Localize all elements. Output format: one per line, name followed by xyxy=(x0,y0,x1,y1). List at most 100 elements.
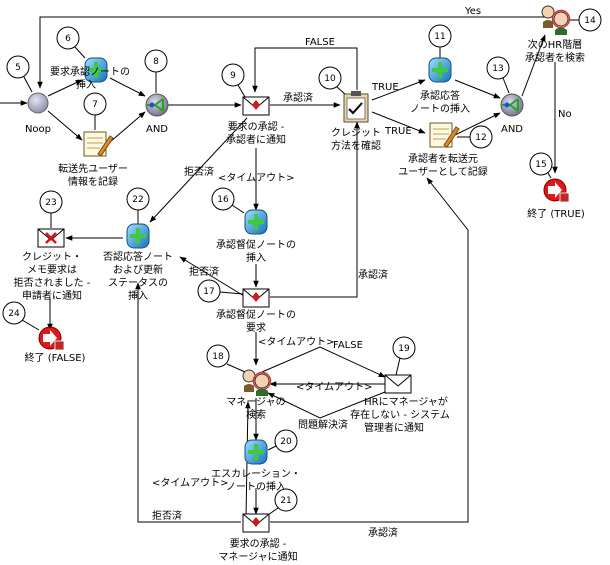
node-noop[interactable]: 5 Noop xyxy=(6,55,51,135)
edge-label-timeout-17-18: <タイムアウト> xyxy=(258,336,335,348)
bubble-pointer xyxy=(502,77,510,94)
node-number-bubble xyxy=(274,429,298,453)
node-and-13[interactable]: 13 AND xyxy=(486,56,524,135)
node-insert-reminder-note[interactable]: 16 承認督促ノートの 挿入 xyxy=(211,187,296,264)
edge-label-timeout-9-16: <タイムアウト> xyxy=(218,172,295,184)
node-label: 終了 (FALSE) xyxy=(25,351,86,364)
node-notify-approver[interactable]: 9 要求の承認 - 承認者に通知 xyxy=(221,63,286,146)
node-label-line-1: 承認者を転送元 xyxy=(408,152,478,165)
node-insert-rejection-note[interactable]: 22 否認応答ノート および更新 ステータスの 挿入 xyxy=(103,187,173,302)
edge-6-8 xyxy=(109,77,146,97)
bubble-pointer xyxy=(23,76,33,93)
and-join-icon xyxy=(145,93,169,117)
envelope-notification-icon xyxy=(242,513,270,533)
bubble-pointer xyxy=(336,86,346,95)
node-number-bubble xyxy=(318,66,342,90)
edge-label-rejected-21-22: 拒否済 xyxy=(152,509,182,522)
end-arrow-icon xyxy=(38,326,65,351)
node-number: 21 xyxy=(280,496,291,506)
node-label-line-2: 検索 xyxy=(246,408,266,421)
node-label-line-1: 承認督促ノートの xyxy=(216,238,296,251)
edge-label-approved-21-12: 承認済 xyxy=(368,526,398,539)
node-notify-sysadmin[interactable]: 19 HRにマネージャが 存在しない - システム 管理者に通知 xyxy=(350,336,450,434)
bubble-pointer xyxy=(226,363,246,373)
node-number: 6 xyxy=(65,34,71,44)
node-label-line-2: および更新 xyxy=(113,263,163,276)
node-check-credit-method[interactable]: 10 クレジット 方法を確認 xyxy=(318,66,381,152)
node-notify-manager[interactable]: 21 要求の承認 - マネージャに通知 xyxy=(218,488,298,563)
node-number: 24 xyxy=(8,309,20,319)
node-number: 20 xyxy=(280,437,292,447)
node-reminder-request[interactable]: 17 承認督促ノートの 要求 xyxy=(197,279,296,334)
node-find-next-hr-approver[interactable]: 14 次のHR階層 承認者を検索 xyxy=(525,5,602,64)
people-search-icon xyxy=(541,5,571,35)
database-plus-icon xyxy=(126,223,150,249)
edge-7-8 xyxy=(109,111,146,143)
edge-17-22 xyxy=(179,256,245,297)
node-label-line-2: 情報を記録 xyxy=(68,175,118,188)
edges xyxy=(0,16,558,523)
node-label: AND xyxy=(501,124,523,135)
node-number: 7 xyxy=(92,100,98,110)
people-search-icon xyxy=(242,369,272,396)
envelope-icon xyxy=(384,374,412,394)
node-number: 10 xyxy=(324,74,336,84)
node-number-bubble xyxy=(197,279,221,303)
node-label-line-4: 申請者に通知 xyxy=(22,289,82,302)
node-label-line-1: 次のHR階層 xyxy=(528,38,582,51)
notepad-pencil-icon xyxy=(429,122,460,148)
node-label: AND xyxy=(146,124,168,135)
bubble-pointer xyxy=(547,172,552,179)
bubble-pointer xyxy=(219,291,244,295)
node-insert-response-note[interactable]: 11 承認応答 ノートの挿入 xyxy=(410,24,470,115)
node-label-line-1: 承認督促ノートの xyxy=(216,308,296,321)
node-label-line-2: 承認者を検索 xyxy=(525,51,585,64)
edge-label-no: No xyxy=(558,109,572,120)
node-label-line-1: HRにマネージャが xyxy=(364,395,448,408)
bubble-pointer xyxy=(267,507,279,516)
node-insert-approval-note[interactable]: 6 要求承認ノートの 挿入 xyxy=(50,26,130,91)
edge-label-true-10-12: TRUE xyxy=(384,126,412,137)
edge-19-18-resolved xyxy=(267,391,386,419)
clipboard-check-icon xyxy=(343,91,369,123)
edge-label-yes: Yes xyxy=(464,6,481,17)
node-label: 終了 (TRUE) xyxy=(527,207,585,220)
node-insert-escalation-note[interactable]: 20 エスカレーション・ ノートの挿入 xyxy=(211,429,301,493)
node-label-line-2: 方法を確認 xyxy=(331,139,381,152)
edge-label-rejected-17-22: 拒否済 xyxy=(189,265,219,278)
node-number: 15 xyxy=(535,160,546,170)
node-number: 11 xyxy=(434,32,445,42)
node-record-forward-user[interactable]: 7 転送先ユーザー 情報を記録 xyxy=(58,92,128,188)
node-label-line-1: マネージャの xyxy=(226,396,285,408)
node-label-line-2: ノートの挿入 xyxy=(226,480,286,493)
node-number: 22 xyxy=(132,195,143,205)
node-label-line-1: エスカレーション・ xyxy=(211,468,301,480)
node-label-line-1: クレジット xyxy=(331,127,381,139)
edge-21-12 xyxy=(270,177,469,523)
node-number-bubble xyxy=(274,488,298,512)
node-and-8[interactable]: 8 AND xyxy=(144,49,169,135)
edge-label-false-top: FALSE xyxy=(305,37,335,48)
node-end-false[interactable]: 24 終了 (FALSE) xyxy=(2,301,86,364)
edge-label-approved-9-10: 承認済 xyxy=(283,91,313,104)
node-number: 5 xyxy=(15,63,21,73)
database-plus-icon xyxy=(84,57,108,83)
node-number: 16 xyxy=(217,195,229,205)
node-label-line-2: 挿入 xyxy=(246,251,266,264)
node-number-bubble xyxy=(392,336,416,360)
node-record-approver-forwarder[interactable]: 12 承認者を転送元 ユーザーとして記録 xyxy=(398,122,493,178)
node-label-line-2: 挿入 xyxy=(76,78,96,91)
bubble-pointer xyxy=(237,84,246,98)
edge-10-9-false xyxy=(252,47,358,93)
node-find-manager[interactable]: 18 マネージャの 検索 xyxy=(206,344,286,421)
edge-label-rejected-9-22: 拒否済 xyxy=(184,165,214,178)
edge-label-true-10-11: TRUE xyxy=(371,82,399,93)
node-notify-requester-rejected[interactable]: 23 クレジット・ メモ要求は 拒否されました - 申請者に通知 xyxy=(14,190,91,302)
edge-10-11 xyxy=(371,79,426,101)
node-number: 8 xyxy=(153,57,159,67)
node-label-line-2: ユーザーとして記録 xyxy=(398,165,488,178)
node-label-line-3: ステータスの xyxy=(108,277,168,289)
envelope-reject-icon xyxy=(37,228,65,248)
node-end-true[interactable]: 15 終了 (TRUE) xyxy=(527,152,585,220)
